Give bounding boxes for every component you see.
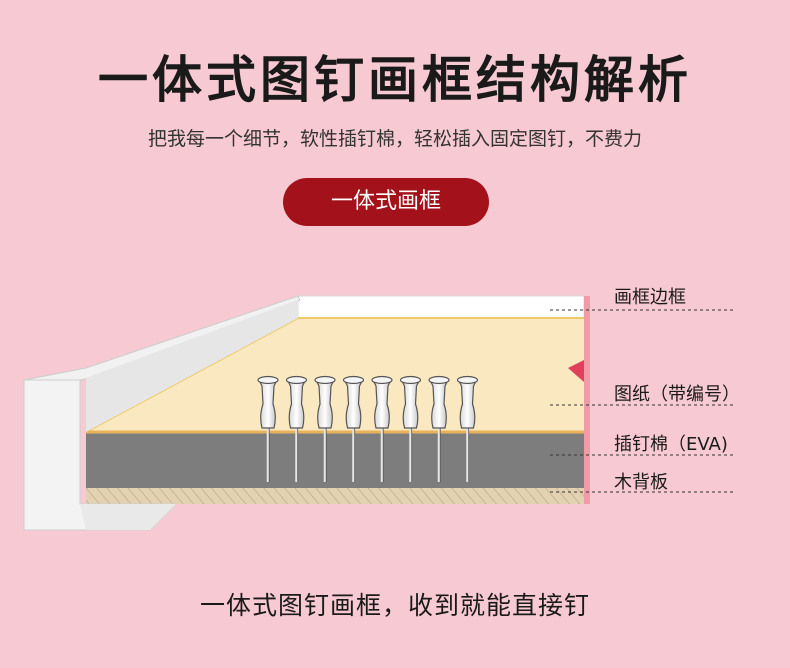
label-eva: 插钉棉（EVA) [614,434,728,455]
paper-layer-top [86,318,584,432]
frame-back-border [297,295,585,319]
frame-right-edge [584,296,590,504]
frame-left-inner [80,300,298,432]
frame-type-badge: 一体式画框 [283,178,489,226]
frame-left-bottom [80,504,176,530]
label-paper: 图纸（带编号） [614,384,740,405]
label-backboard: 木背板 [614,472,668,493]
push-pin [257,375,279,482]
push-pin [314,375,336,482]
footer-caption: 一体式图钉画框，收到就能直接钉 [199,591,590,620]
push-pin [428,375,450,482]
paper-corner-mark [568,360,584,382]
push-pin [456,375,479,482]
page-subtitle: 把我每一个细节，软性插钉棉，轻松插入固定图钉，不费力 [147,128,642,150]
backboard-layer [86,488,584,504]
push-pin [399,375,422,482]
eva-layer [86,432,584,488]
page-title: 一体式图钉画框结构解析 [98,51,692,109]
push-pin [371,375,393,482]
push-pin [342,375,365,482]
push-pin [285,375,308,482]
push-pins [257,375,479,482]
label-frame-border: 画框边框 [614,287,686,308]
